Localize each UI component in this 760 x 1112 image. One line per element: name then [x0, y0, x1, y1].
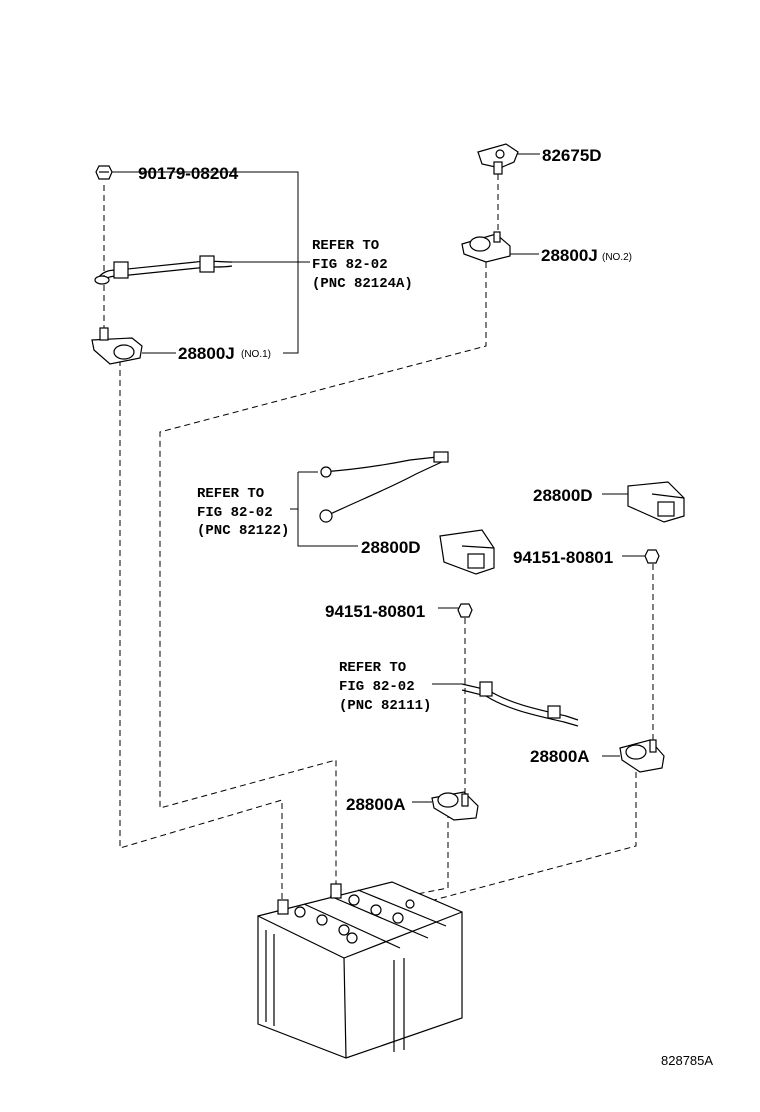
label-nut-94151-80801-mid: 94151-80801: [325, 602, 425, 621]
ref2-line3: (PNC 82122): [197, 523, 289, 539]
clamp-28800a-right-icon: [619, 739, 665, 773]
refer-block-82122: REFER TO FIG 82-02 (PNC 82122): [197, 486, 289, 539]
label-clamp-28800j-no1: 28800J: [178, 344, 235, 363]
ref3-line2: FIG 82-02: [339, 679, 415, 695]
cable-82111-icon: [461, 681, 579, 727]
cable-82122-icon: [319, 451, 449, 523]
cable-82124a-icon: [94, 255, 233, 285]
refer-block-82124a: REFER TO FIG 82-02 (PNC 82124A): [312, 238, 413, 292]
clamp-28800j-no1-icon: [91, 327, 143, 365]
assembly-dashed-lines: [103, 174, 654, 909]
clamp-28800a-mid-icon: [431, 791, 479, 821]
ref2-line1: REFER TO: [197, 486, 264, 502]
label-clamp-28800a-right: 28800A: [530, 747, 590, 766]
ref1-line1: REFER TO: [312, 238, 379, 254]
refer-block-82111: REFER TO FIG 82-02 (PNC 82111): [339, 660, 431, 714]
sensor-82675d-icon: [477, 143, 519, 175]
ref3-line3: (PNC 82111): [339, 698, 431, 714]
label-clamp-28800j-no2: 28800J: [541, 246, 598, 265]
leader-lines: [112, 153, 646, 803]
cover-28800d-left-icon: [439, 529, 495, 575]
battery-icon: [257, 881, 463, 1059]
label-clamp-28800j-no1-note: (NO.1): [241, 349, 271, 360]
nut-mid-icon: [457, 603, 473, 618]
label-cover-28800d-left: 28800D: [361, 538, 421, 557]
clamp-28800j-no2-icon: [461, 231, 511, 263]
ref1-line2: FIG 82-02: [312, 257, 388, 273]
label-bolt-90179-08204: 90179-08204: [138, 164, 239, 183]
label-clamp-28800a-mid: 28800A: [346, 795, 406, 814]
bolt-icon: [95, 165, 113, 180]
label-cover-28800d-right: 28800D: [533, 486, 593, 505]
nut-right-icon: [644, 549, 660, 564]
label-nut-94151-80801-right: 94151-80801: [513, 548, 613, 567]
label-clamp-28800j-no2-note: (NO.2): [602, 252, 632, 263]
label-sensor-82675d: 82675D: [542, 146, 602, 165]
cover-28800d-right-icon: [627, 481, 685, 523]
figure-code: 828785A: [661, 1053, 713, 1068]
ref2-line2: FIG 82-02: [197, 505, 273, 521]
ref1-line3: (PNC 82124A): [312, 276, 413, 292]
ref3-line1: REFER TO: [339, 660, 406, 676]
